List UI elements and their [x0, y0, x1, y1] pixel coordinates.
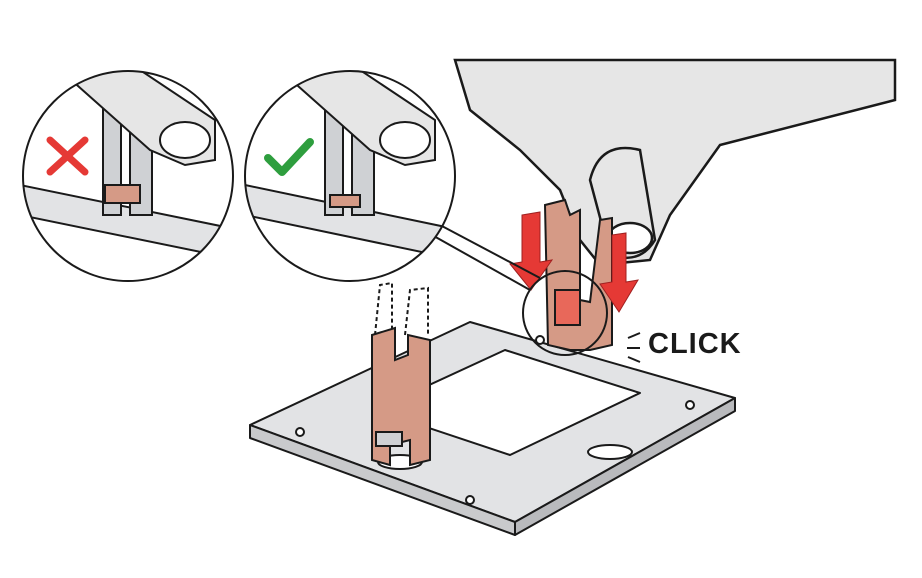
click-label: CLICK [648, 328, 742, 360]
push-down-arrows [509, 211, 639, 313]
cross-icon [46, 136, 89, 176]
installed-clip [371, 281, 431, 467]
detail-callout [431, 224, 608, 356]
clip-in-hand [543, 198, 613, 351]
click-lines [627, 332, 641, 363]
check-icon [264, 138, 314, 176]
inset-incorrect [22, 70, 234, 282]
inset-correct [244, 70, 456, 282]
hand [453, 58, 897, 267]
